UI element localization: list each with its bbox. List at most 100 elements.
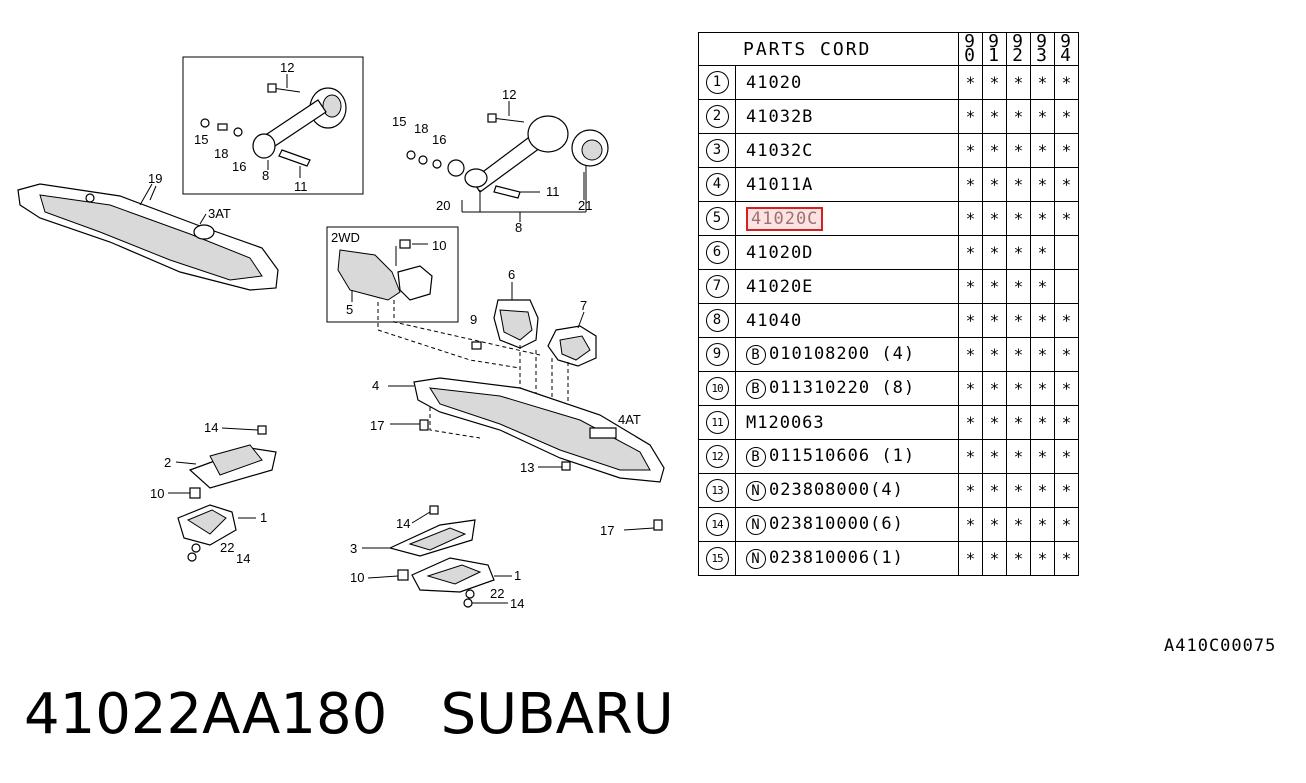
label-22: 22 <box>490 586 504 601</box>
label-15: 15 <box>194 132 208 147</box>
part-code: 41011A <box>746 174 814 195</box>
item-number: 13 <box>698 473 736 508</box>
year-availability-mark: * <box>1006 541 1031 576</box>
crossmember-3at <box>17 183 279 291</box>
label-8: 8 <box>262 168 269 183</box>
year-availability-mark: * <box>982 167 1007 202</box>
year-availability-mark: * <box>1030 507 1055 542</box>
part-code: 023810000(6) <box>769 514 904 534</box>
year-availability-mark: * <box>1030 99 1055 134</box>
label-10: 10 <box>432 238 446 253</box>
year-availability-mark: * <box>958 99 983 134</box>
item-number: 1 <box>698 65 736 100</box>
label-18: 18 <box>414 121 428 136</box>
item-number-badge: 12 <box>705 445 729 468</box>
year-availability-mark: * <box>1054 65 1079 100</box>
part-prefix-badge: N <box>746 481 766 501</box>
item-number-badge: 1 <box>705 71 729 94</box>
year-availability-mark: * <box>1054 507 1079 542</box>
part-code: 41020 <box>746 72 803 93</box>
parts-cord-header: PARTS CORD <box>698 32 959 66</box>
year-availability-mark: * <box>958 201 983 236</box>
year-availability-mark: * <box>958 507 983 542</box>
item-number-badge: 8 <box>705 309 729 332</box>
part-code: 011510606 (1) <box>769 446 916 466</box>
label-16: 16 <box>432 132 446 147</box>
year-availability-mark: * <box>1006 65 1031 100</box>
year-availability-mark: * <box>958 167 983 202</box>
year-availability-mark: * <box>1006 439 1031 474</box>
year-availability-mark: * <box>982 235 1007 270</box>
label-21: 21 <box>578 198 592 213</box>
item-number: 4 <box>698 167 736 202</box>
label-14: 14 <box>204 420 218 435</box>
label-18: 18 <box>214 146 228 161</box>
year-availability-mark: * <box>1030 167 1055 202</box>
exploded-parts-diagram: 12 15 18 16 8 11 19 3AT 12 15 18 16 20 1… <box>17 56 665 611</box>
label-7: 7 <box>580 298 587 313</box>
part-prefix-badge: B <box>746 447 766 467</box>
mount-group-bottom <box>388 505 495 608</box>
inset-torque-rod-3at <box>182 56 364 195</box>
torque-rod-assembly <box>406 113 609 222</box>
year-availability-mark: * <box>1030 303 1055 338</box>
item-number-badge: 9 <box>705 343 729 366</box>
item-number: 9 <box>698 337 736 372</box>
label-2wd: 2WD <box>331 230 360 245</box>
item-number: 2 <box>698 99 736 134</box>
item-number-badge: 13 <box>705 479 729 502</box>
label-10: 10 <box>150 486 164 501</box>
item-number: 11 <box>698 405 736 440</box>
year-availability-mark: * <box>982 507 1007 542</box>
year-availability-mark: * <box>982 405 1007 440</box>
label-3at: 3AT <box>208 206 231 221</box>
part-code: 41040 <box>746 310 803 331</box>
year-availability-mark: * <box>1006 303 1031 338</box>
label-5: 5 <box>346 302 353 317</box>
part-prefix-badge: B <box>746 345 766 365</box>
year-availability-mark: * <box>982 201 1007 236</box>
year-availability-mark: * <box>1006 235 1031 270</box>
part-code: M120063 <box>746 412 825 433</box>
item-number-badge: 7 <box>705 275 729 298</box>
label-3: 3 <box>350 541 357 556</box>
part-caption: 41022AA180 SUBARU <box>24 682 674 747</box>
year-availability-mark: * <box>958 541 983 576</box>
part-code: 41020E <box>746 276 814 297</box>
label-17: 17 <box>600 523 614 538</box>
item-number-badge: 3 <box>705 139 729 162</box>
year-availability-mark: * <box>982 337 1007 372</box>
part-number: 41022AA180 <box>24 682 388 747</box>
label-15: 15 <box>392 114 406 129</box>
part-code: 41020D <box>746 242 814 263</box>
year-availability-mark: * <box>1054 303 1079 338</box>
year-availability-mark: * <box>1054 405 1079 440</box>
year-availability-mark: * <box>1006 337 1031 372</box>
part-code-highlighted[interactable]: 41020C <box>746 206 824 231</box>
label-6: 6 <box>508 267 515 282</box>
year-availability-mark: * <box>1006 269 1031 304</box>
callout-labels: 12 15 18 16 8 11 19 3AT 12 15 18 16 20 1… <box>148 60 641 611</box>
year-availability-mark: * <box>982 303 1007 338</box>
inset-mount-2wd <box>326 226 459 323</box>
year-availability-mark: * <box>982 133 1007 168</box>
year-availability-mark: * <box>958 235 983 270</box>
label-11: 11 <box>546 184 560 199</box>
part-prefix-badge: N <box>746 549 766 569</box>
